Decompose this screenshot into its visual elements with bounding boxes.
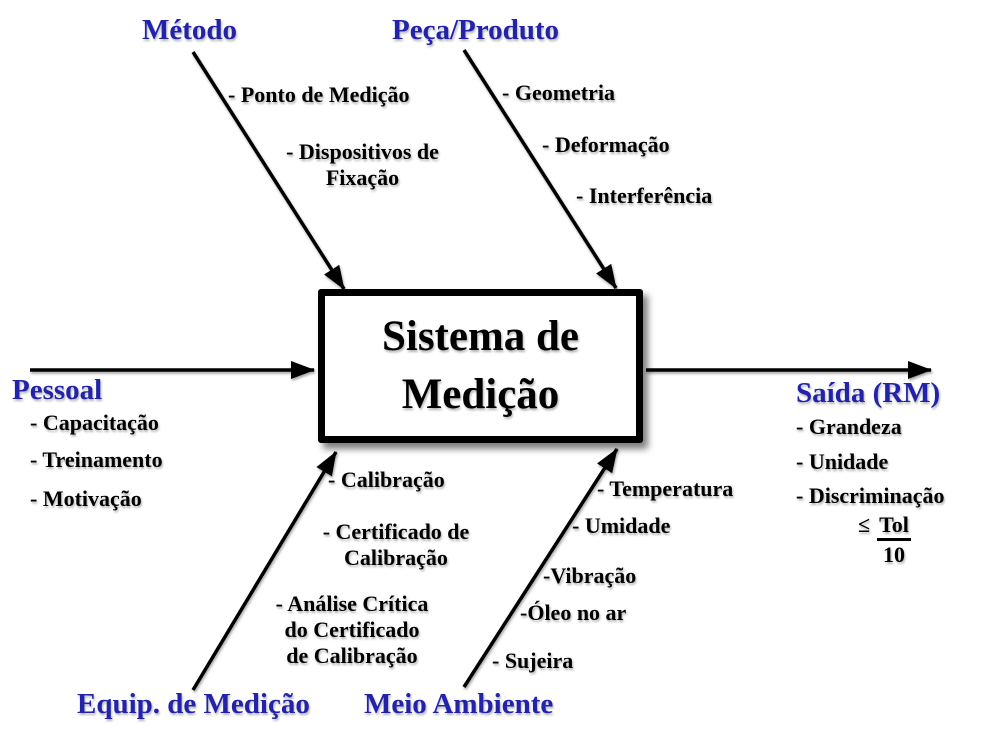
peca-branch-arrow	[462, 49, 618, 289]
cause-item: - Sujeira	[492, 648, 574, 673]
meio-branch-arrow	[462, 448, 619, 688]
discrimination-formula: ≤ Tol 10	[858, 512, 911, 568]
cause-item: - Capacitação	[30, 410, 159, 435]
category-label-pessoal: Pessoal	[12, 374, 103, 406]
cause-item: - Análise Crítica do Certificado de Cali…	[275, 591, 429, 668]
cause-item: - Geometria	[502, 80, 615, 105]
cause-item: - Motivação	[30, 486, 142, 511]
center-box: Sistema de Medição	[318, 289, 643, 443]
cause-item: -Óleo no ar	[520, 600, 627, 625]
tolerance-fraction: Tol 10	[877, 512, 911, 567]
cause-item: - Certificado de Calibração	[322, 519, 470, 570]
output-item: - Unidade	[796, 449, 889, 474]
output-item: - Grandeza	[796, 414, 902, 439]
cause-item: - Ponto de Medição	[228, 82, 410, 107]
center-title-line2: Medição	[401, 371, 560, 418]
metodo-branch-arrow	[191, 51, 346, 290]
cause-item: - Umidade	[572, 513, 671, 538]
cause-item: - Interferência	[576, 183, 713, 208]
cause-item: - Dispositivos de Fixação	[286, 139, 439, 190]
center-title-line1: Sistema de	[381, 313, 580, 360]
equip-branch-arrow	[191, 451, 338, 691]
cause-item: - Treinamento	[30, 447, 163, 472]
category-label-saida: Saída (RM)	[796, 377, 941, 409]
category-label-peca: Peça/Produto	[392, 14, 559, 46]
output-item: - Discriminação	[796, 483, 945, 508]
category-label-equip: Equip. de Medição	[77, 688, 310, 720]
cause-item: - Calibração	[328, 467, 445, 492]
category-label-metodo: Método	[142, 14, 238, 46]
cause-item: - Deformação	[542, 132, 670, 157]
cause-item: -Vibração	[543, 563, 637, 588]
category-label-meio: Meio Ambiente	[364, 688, 554, 720]
cause-item: - Temperatura	[597, 476, 734, 501]
leq-operator: ≤	[858, 512, 871, 537]
